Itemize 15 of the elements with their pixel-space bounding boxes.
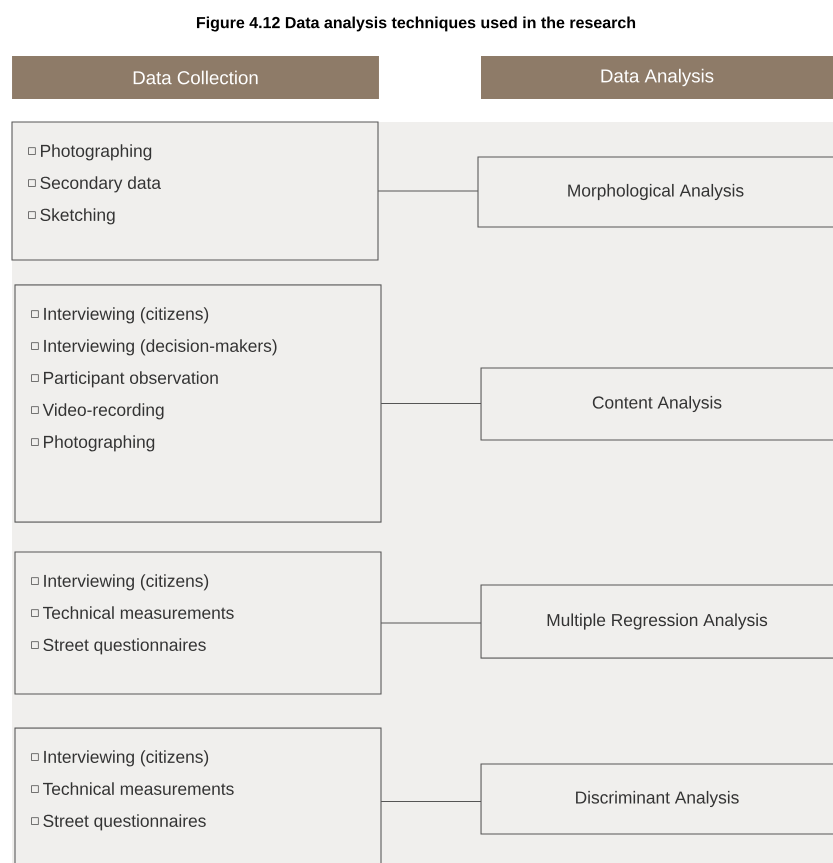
list-box: Interviewing (citizens) Technical measurements Street questionnaires (14, 551, 382, 695)
list-box: Interviewing (citizens) Technical measurements Street questionnaires (14, 728, 382, 863)
column-header: Data Collection (12, 56, 379, 99)
figure-title: Figure 4.12 Data analysis techniques used in the research (196, 16, 636, 32)
analysis-box: Morphological Analysis (477, 156, 833, 228)
connector-line (382, 622, 480, 624)
list-box: Photographing Secondary data Sketching (11, 121, 379, 261)
analysis-box: Content Analysis (480, 367, 833, 441)
analysis-box: Discriminant Analysis (480, 763, 833, 835)
column-header: Data Analysis (481, 56, 833, 99)
connector-line (382, 800, 480, 802)
connector-line (382, 402, 480, 404)
connector-line (378, 190, 478, 192)
list-box: Interviewing (citizens) Interviewing (decision-makers) Participant observation Video-recording Photographing (14, 284, 382, 523)
analysis-box: Multiple Regression Analysis (480, 584, 833, 659)
